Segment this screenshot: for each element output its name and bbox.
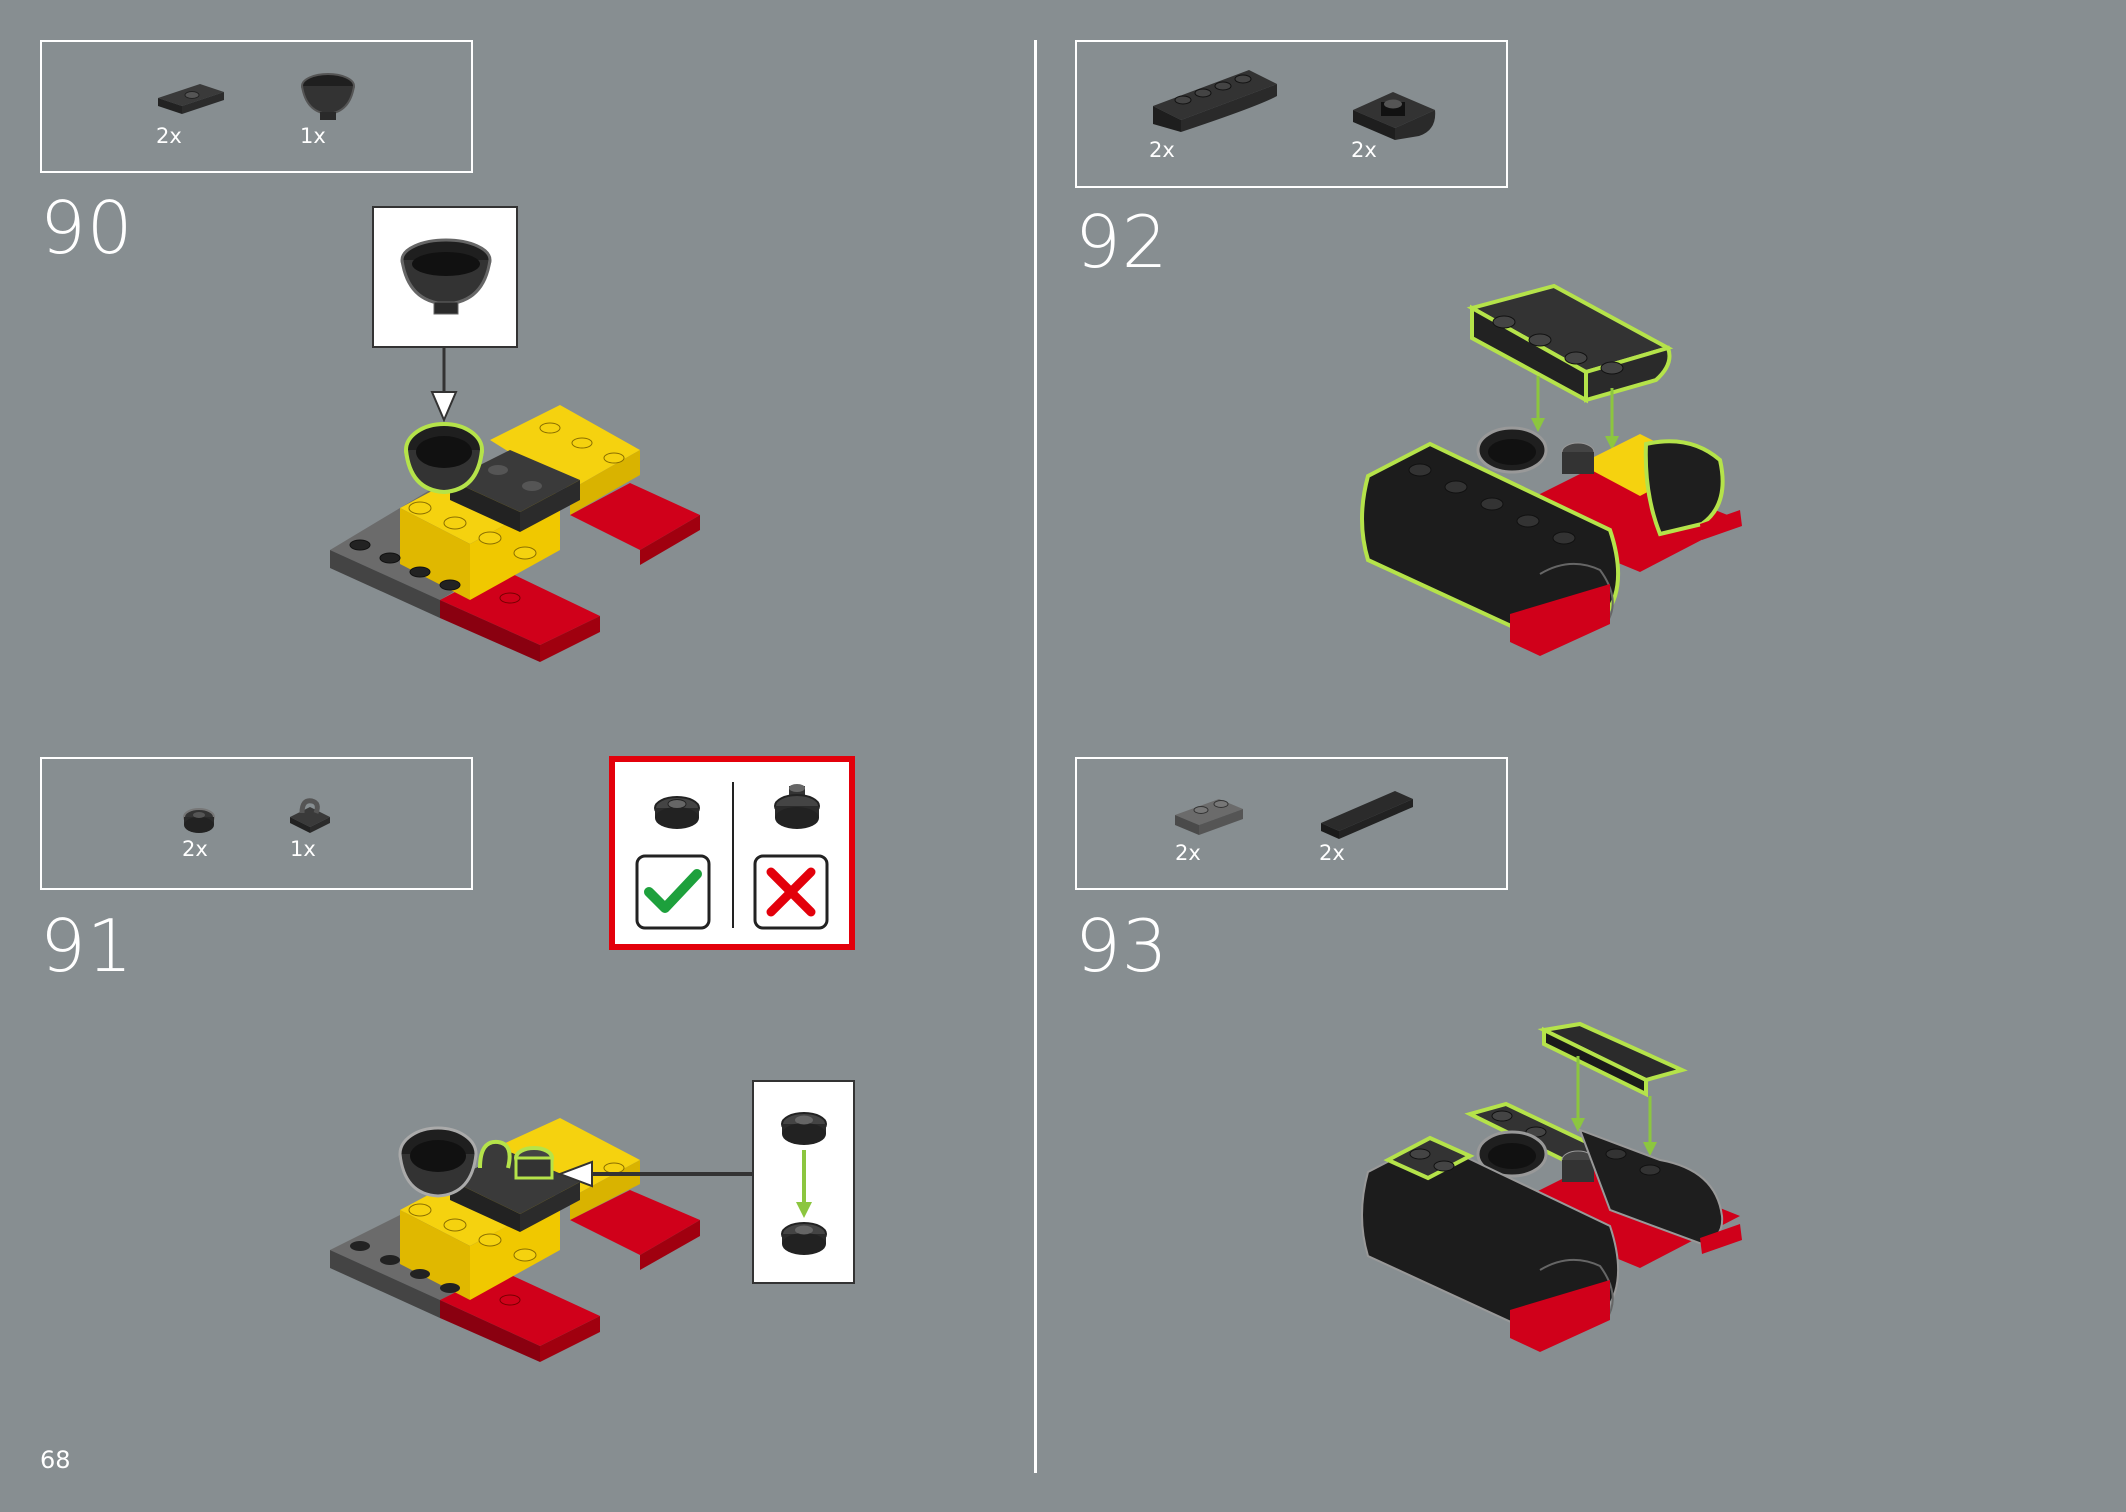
part-qty: 2x [182,837,208,861]
tile-1x4-icon [1321,791,1413,839]
round-plate-correct-icon [654,796,700,829]
step-number-91: 91 [40,904,134,988]
part-qty: 2x [1149,138,1175,162]
model-step-90 [330,348,700,662]
part-qty: 2x [156,124,182,148]
part-qty: 2x [1319,841,1345,865]
parts-box-step-93: 2x 2x [1075,757,1508,890]
cross-icon [753,854,829,930]
dish-bowl-icon [301,73,355,120]
callout-dish [372,206,518,348]
page-number: 68 [40,1446,71,1474]
round-plate-icon [183,808,215,833]
step-number-90: 90 [40,186,134,270]
dish-bowl-icon [400,238,492,315]
callout-round-plate [752,1080,855,1284]
parts-box-step-92: 2x 2x [1075,40,1508,188]
step-number-93: 93 [1075,904,1169,988]
step-number-92: 92 [1075,200,1169,284]
compare-panel [609,756,855,950]
clip-plate-icon [290,798,330,833]
curved-slope-icon [1153,70,1277,132]
compare-separator [732,782,734,928]
parts-box-step-91: 2x 1x [40,757,473,890]
round-plate-icon [781,1112,827,1255]
plate-1x2-icon [1175,799,1243,835]
model-step-91 [330,1118,752,1362]
part-qty: 2x [1175,841,1201,865]
model-step-92 [1360,283,1742,656]
round-plate-wrong-icon [774,784,820,829]
curved-brick-icon [1353,92,1436,140]
checkmark-icon [635,854,711,930]
parts-box-step-90: 2x 1x [40,40,473,173]
page-divider [1034,40,1037,1473]
model-step-93 [1361,1021,1742,1352]
part-qty: 1x [300,124,326,148]
jumper-plate-icon [158,84,224,114]
part-qty: 1x [290,837,316,861]
part-qty: 2x [1351,138,1377,162]
